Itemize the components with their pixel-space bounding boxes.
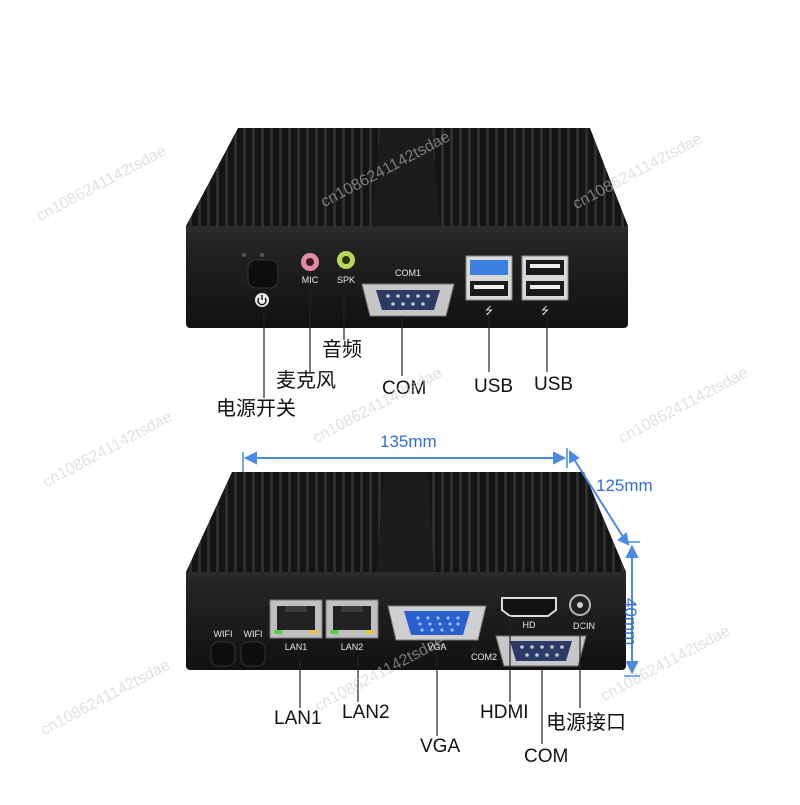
top-device-front-panel — [186, 232, 628, 328]
usb-icon: ⭍ — [541, 305, 549, 317]
lan1-port-label: LAN1 — [285, 642, 308, 652]
top-callout-lines — [263, 290, 548, 398]
lan2-port-label: LAN2 — [341, 642, 364, 652]
top-device: MIC SPK COM1 ⭍ — [186, 128, 628, 398]
dimension-depth: 125mm — [596, 476, 653, 495]
dc-in-port: DCIN — [569, 594, 595, 631]
vga-port: VGA — [387, 605, 487, 652]
callout-lan1: LAN1 — [274, 708, 322, 729]
bottom-callout-lines — [299, 616, 581, 744]
usb-icon: ⭍ — [485, 305, 493, 317]
callout-usb-1: USB — [474, 376, 514, 397]
callout-power-switch: 电源开关 — [216, 396, 296, 420]
lan2-port: LAN2 — [325, 599, 379, 652]
mic-port-label: MIC — [302, 275, 319, 285]
callout-hdmi: HDMI — [480, 702, 529, 723]
lan1-port: LAN1 — [269, 599, 323, 652]
power-icon — [255, 293, 269, 307]
com1-port-label: COM1 — [395, 268, 421, 278]
wifi-1-port-label: WIFI — [214, 629, 233, 639]
dcin-port-label: DCIN — [573, 621, 595, 631]
com2-port-label: COM2 — [471, 652, 497, 662]
spk-jack: SPK — [337, 251, 355, 285]
wifi-antenna-1: WIFI — [210, 629, 236, 667]
callout-com-top: COM — [382, 378, 427, 399]
dimension-width: 135mm — [380, 432, 437, 451]
usb-stack-1: ⭍ — [465, 255, 513, 317]
bottom-device: WIFI WIFI LAN1 LAN2 — [186, 448, 640, 744]
top-device-center-channel — [372, 128, 440, 226]
power-button — [242, 253, 279, 307]
bottom-device-center-channel — [376, 472, 434, 572]
callout-microphone: 麦克风 — [276, 368, 336, 392]
hd-port-label: HD — [523, 620, 536, 630]
dimension-height: 40mm — [621, 598, 640, 646]
callout-audio: 音频 — [322, 337, 362, 361]
usb-stack-2: ⭍ — [521, 255, 569, 317]
com2-port: COM2 — [471, 635, 587, 667]
callout-power-port: 电源接口 — [546, 710, 626, 734]
mic-jack: MIC — [301, 253, 319, 285]
callout-lan2: LAN2 — [342, 702, 390, 723]
spk-port-label: SPK — [337, 275, 355, 285]
wifi-antenna-2: WIFI — [240, 629, 266, 667]
callout-vga: VGA — [420, 736, 461, 757]
com1-port: COM1 — [361, 268, 455, 317]
vga-port-label: VGA — [427, 642, 446, 652]
hdmi-port: HD — [501, 597, 557, 630]
callout-com-bottom: COM — [524, 746, 569, 767]
wifi-2-port-label: WIFI — [244, 629, 263, 639]
dimension-lines — [242, 448, 640, 677]
callout-usb-2: USB — [534, 374, 574, 395]
